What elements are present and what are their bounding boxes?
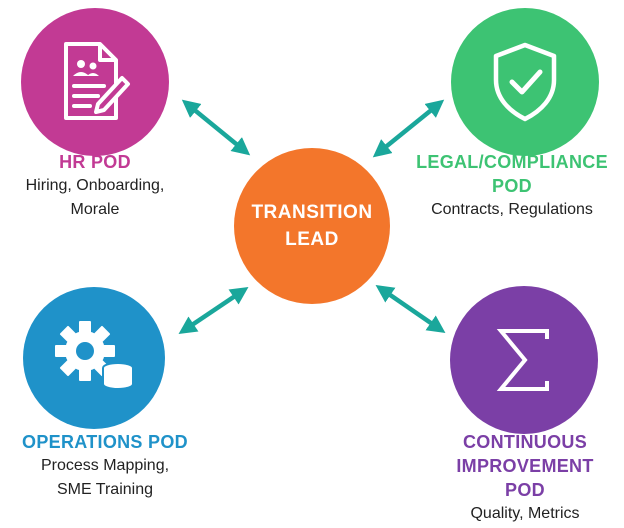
sigma-icon	[495, 327, 553, 393]
center-title-line1: TRANSITION	[251, 202, 373, 223]
continuous-improvement-pod-circle	[450, 286, 598, 434]
continuous-pod-title-line2: IMPROVEMENT	[456, 456, 594, 476]
hr-pod-desc-line1: Hiring, Onboarding,	[25, 177, 165, 194]
center-title-line2: LEAD	[285, 229, 339, 250]
arrow-hr	[181, 99, 251, 156]
shield-check-icon	[488, 40, 562, 124]
hr-pod-title: HR POD	[59, 152, 131, 172]
legal-pod-desc: Contracts, Regulations	[431, 201, 593, 218]
continuous-pod-desc: Quality, Metrics	[470, 505, 580, 522]
arrow-legal	[372, 99, 445, 158]
continuous-improvement-pod-label: CONTINUOUS IMPROVEMENT POD Quality, Metr…	[430, 430, 620, 526]
operations-pod-desc-line2: SME Training	[56, 481, 154, 498]
document-people-icon	[58, 40, 132, 124]
hr-pod-circle	[21, 8, 169, 156]
operations-pod-circle	[23, 287, 165, 429]
legal-pod-title-line2: POD	[492, 176, 532, 196]
arrow-operations	[178, 286, 249, 335]
legal-pod-title-line1: LEGAL/COMPLIANCE	[416, 152, 608, 172]
continuous-pod-title-line3: POD	[505, 480, 545, 500]
transition-lead-circle: TRANSITION LEAD	[234, 148, 390, 304]
gear-database-icon	[52, 318, 136, 398]
legal-pod-label: LEGAL/COMPLIANCE POD Contracts, Regulati…	[404, 150, 620, 222]
continuous-pod-title-line1: CONTINUOUS	[463, 432, 587, 452]
operations-pod-desc-line1: Process Mapping,	[40, 457, 170, 474]
hr-pod-desc-line2: Morale	[70, 201, 120, 218]
operations-pod-label: OPERATIONS POD Process Mapping, SME Trai…	[2, 430, 208, 502]
arrow-continuous	[375, 284, 446, 334]
operations-pod-title: OPERATIONS POD	[22, 432, 188, 452]
hr-pod-label: HR POD Hiring, Onboarding, Morale	[5, 150, 185, 222]
legal-pod-circle	[451, 8, 599, 156]
